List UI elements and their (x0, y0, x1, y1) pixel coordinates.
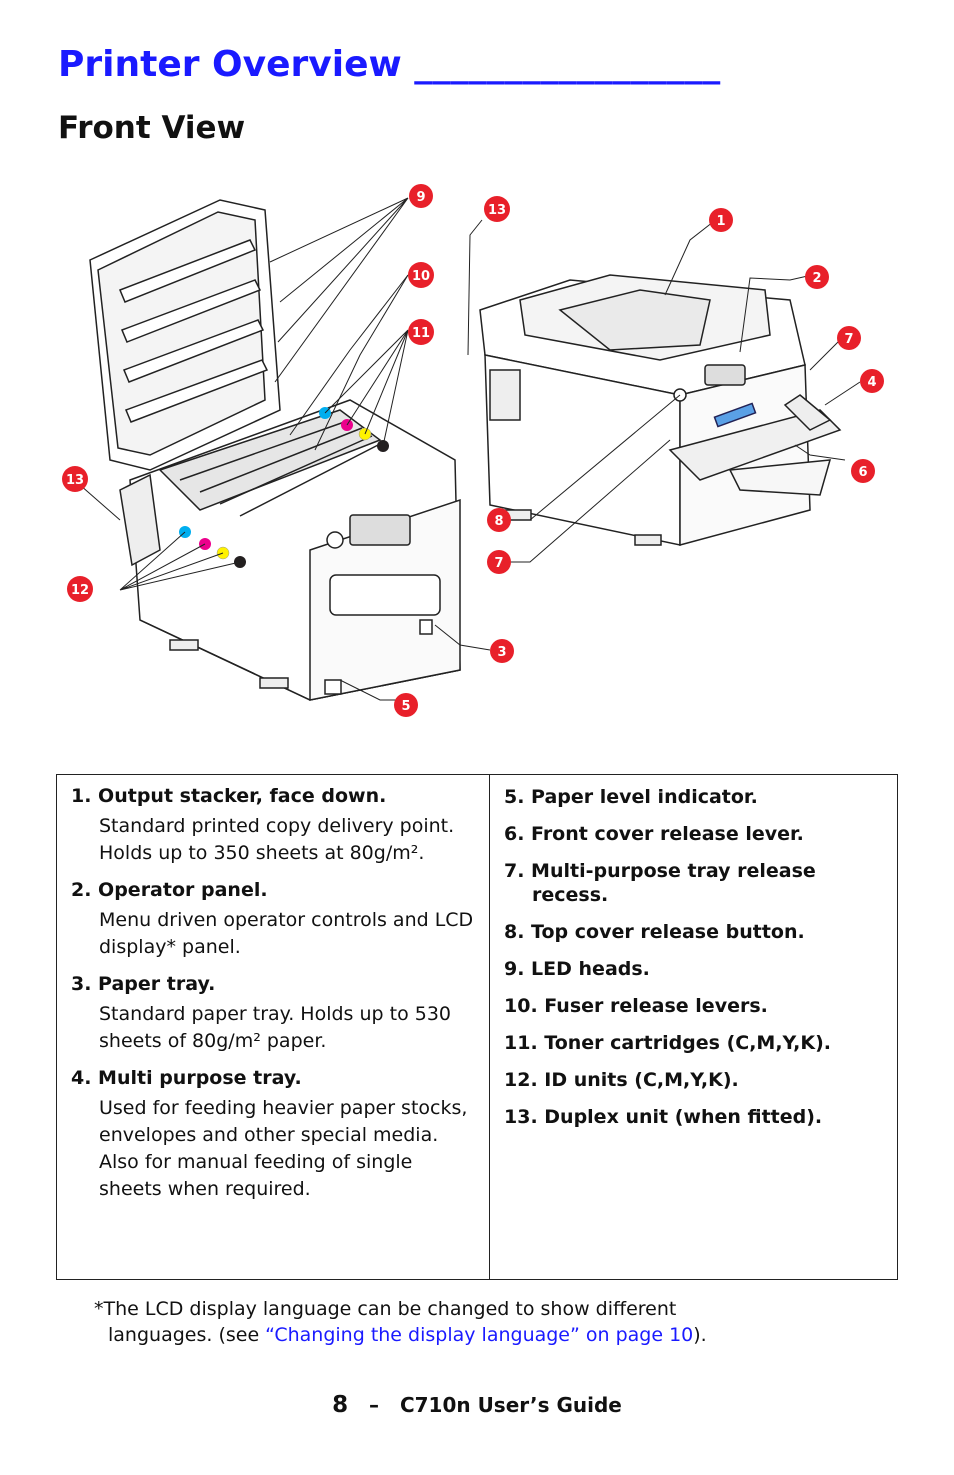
right-printer-closed (479, 274, 842, 546)
svg-text:9: 9 (416, 190, 425, 205)
svg-text:8: 8 (494, 514, 503, 529)
svg-text:13: 13 (66, 473, 84, 488)
callout-1: 1 (709, 208, 733, 232)
legend-item: 7. Multi-purpose tray release recess. (504, 860, 816, 906)
legend-item-desc: Used for feeding heavier paper stocks, e… (99, 1097, 468, 1200)
callout-leader-lines (79, 197, 861, 701)
svg-text:10: 10 (412, 269, 430, 284)
callout-10: 10 (408, 262, 434, 288)
callout-12: 12 (67, 576, 93, 602)
legend-item: 10. Fuser release levers. (504, 995, 768, 1017)
callout-9: 9 (409, 184, 433, 208)
svg-text:1: 1 (716, 214, 725, 229)
legend-item-title: 2. Operator panel. (71, 879, 268, 901)
legend-item: 9. LED heads. (504, 958, 650, 980)
section-subtitle: Front View (58, 110, 246, 146)
svg-text:7: 7 (494, 556, 503, 571)
legend-item: 5. Paper level indicator. (504, 786, 758, 808)
callout-4: 4 (860, 369, 884, 393)
printer-diagram: 9 10 11 13 12 13 1 2 7 4 6 8 7 3 5 (62, 184, 884, 717)
legend-item: 12. ID units (C,M,Y,K). (504, 1069, 739, 1091)
legend-item: 11. Toner cartridges (C,M,Y,K). (504, 1032, 832, 1054)
svg-text:13: 13 (488, 203, 506, 218)
svg-text:6: 6 (858, 465, 867, 480)
callout-7-right: 7 (837, 326, 861, 350)
callout-13-right: 13 (484, 196, 510, 222)
footnote-prefix: languages. (see (108, 1324, 266, 1346)
lcd-footnote: *The LCD display language can be changed… (94, 1296, 854, 1348)
legend-item-desc: Standard paper tray. Holds up to 530 she… (99, 1003, 452, 1052)
footer-separator: – (369, 1393, 380, 1417)
callout-8: 8 (487, 508, 511, 532)
svg-text:7: 7 (844, 332, 853, 347)
legend-left-column: 1. Output stacker, face down. Standard p… (56, 774, 490, 1280)
parts-legend-table: 1. Output stacker, face down. Standard p… (56, 774, 898, 1280)
page-title: Printer Overview _________________ (58, 44, 721, 85)
printer-front-view-illustration: 9 10 11 13 12 13 1 2 7 4 6 8 7 3 5 (50, 170, 910, 730)
svg-text:2: 2 (812, 271, 821, 286)
svg-text:12: 12 (71, 583, 89, 598)
guide-title: C710n User’s Guide (399, 1393, 622, 1417)
callout-13-left: 13 (62, 466, 88, 492)
page-footer: 8 – C710n User’s Guide (0, 1392, 954, 1418)
callout-7-left: 7 (487, 550, 511, 574)
svg-text:11: 11 (412, 326, 430, 341)
callout-6: 6 (851, 459, 875, 483)
legend-item-desc: Menu driven operator controls and LCD di… (99, 909, 474, 958)
legend-item-desc: Standard printed copy delivery point. Ho… (99, 815, 455, 864)
footnote-suffix: ). (693, 1324, 707, 1346)
callout-3: 3 (490, 639, 514, 663)
callout-5: 5 (394, 693, 418, 717)
legend-item-title: 4. Multi purpose tray. (71, 1067, 302, 1089)
svg-text:4: 4 (867, 375, 876, 390)
svg-text:3: 3 (497, 645, 506, 660)
legend-item: 6. Front cover release lever. (504, 823, 804, 845)
legend-item: 13. Duplex unit (when fitted). (504, 1106, 823, 1128)
svg-text:5: 5 (401, 699, 410, 714)
callout-badges: 9 10 11 13 12 13 1 2 7 4 6 8 7 3 5 (62, 184, 884, 717)
display-language-link[interactable]: “Changing the display language” on page … (265, 1324, 694, 1346)
callout-11: 11 (408, 319, 434, 345)
legend-right-column: 5. Paper level indicator. 6. Front cover… (489, 774, 898, 1280)
legend-item-title: 1. Output stacker, face down. (71, 785, 387, 807)
footnote-line-1: *The LCD display language can be changed… (94, 1298, 677, 1320)
legend-item-title: 3. Paper tray. (71, 973, 216, 995)
left-printer-open (89, 199, 461, 701)
footnote-line-2: languages. (see “Changing the display la… (94, 1322, 854, 1348)
page-number: 8 (332, 1392, 349, 1418)
callout-2: 2 (805, 265, 829, 289)
legend-item: 8. Top cover release button. (504, 921, 805, 943)
